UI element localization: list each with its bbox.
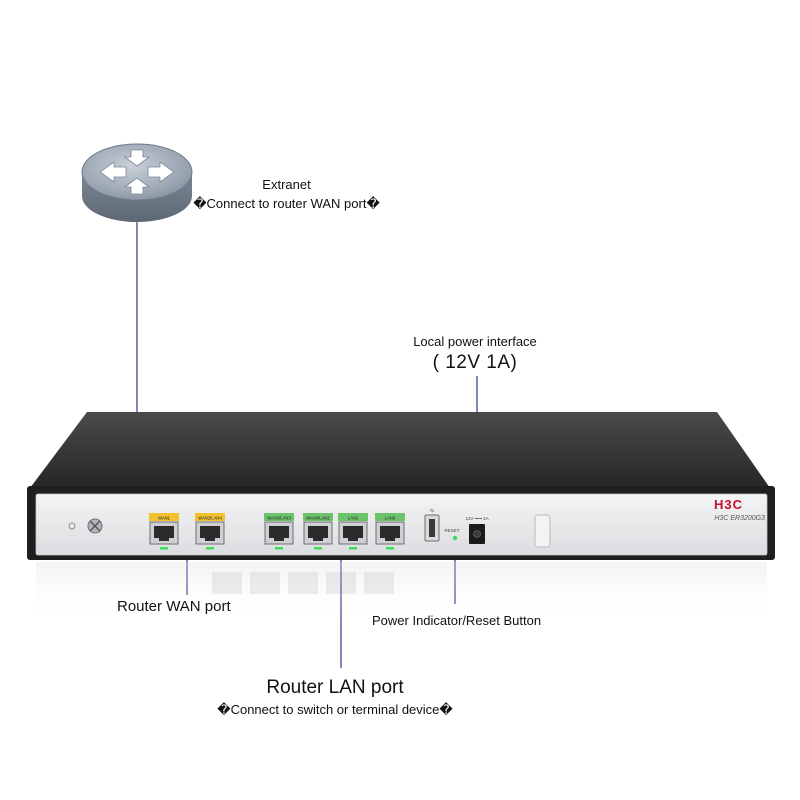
svg-text:⇆: ⇆ [430,508,434,514]
lan-port-title: Router LAN port [266,677,404,698]
port-tag-background [303,513,333,521]
ethernet-port-6[interactable]: LAN0 [375,513,405,550]
port-tag-label: LAN0 [385,516,396,521]
reset-button-label: Power Indicator/Reset Button [372,613,542,628]
port-tag-label: WAN1 [158,516,171,521]
port-tag-background [195,513,225,521]
port-tag-background [149,513,179,521]
model-name: H3C ER3200G3 [714,515,765,522]
extranet-title: Extranet [262,177,311,192]
ethernet-port-5[interactable]: LAN1 [338,513,368,550]
rj45-socket [269,526,289,541]
rj45-socket [308,526,328,541]
port-tag-background [375,513,405,521]
rj45-socket [154,526,174,541]
power-tag: 12V ⎓⎓ 1A [465,516,488,521]
ethernet-port-3[interactable]: WAN3/LAN3 [264,513,294,550]
port-tag-label: LAN1 [348,516,359,521]
port-tag-label: WAN3/LAN3 [267,516,291,521]
power-interface-label: Local power interface ( 12V 1A) [350,334,600,374]
port-led [206,547,214,550]
router-icon [81,143,193,222]
brand-area: H3C H3C ER3200G3 [714,497,765,522]
rj45-socket [200,526,220,541]
brand-logo: H3C [714,497,743,512]
ethernet-port-2[interactable]: WAN2/LAN4 [195,513,225,550]
wan-port-label: Router WAN port [117,598,231,615]
extranet-label: Extranet �Connect to router WAN port� [0,175,573,213]
port-led [275,547,283,550]
ethernet-port-4[interactable]: WAN4/LAN2 [303,513,333,550]
lan-port-subtitle: �Connect to switch or terminal device� [217,702,453,717]
ethernet-ports: WAN1 WAN2/LAN4 WAN3/LAN3 WAN4/LAN2 LAN1 LAN0 [149,513,405,550]
port-tag-label: WAN4/LAN2 [306,516,330,521]
console-latch [534,514,551,548]
port-led [160,547,168,550]
usb-port-icon[interactable]: ⇆ [424,508,440,542]
port-led [349,547,357,550]
power-indicator-led [452,535,458,541]
port-tag-label: WAN2/LAN4 [198,516,222,521]
extranet-subtitle: �Connect to router WAN port� [193,196,380,211]
port-tag-background [338,513,368,521]
port-tag-background [264,513,294,521]
rj45-socket [380,526,400,541]
port-led [314,547,322,550]
reset-tag: RESET [444,528,459,533]
power-interface-value: ( 12V 1A) [432,352,518,373]
power-interface-title: Local power interface [413,334,537,349]
port-led [386,547,394,550]
ethernet-port-1[interactable]: WAN1 [149,513,179,550]
lan-port-label: Router LAN port �Connect to switch or te… [180,677,490,718]
rj45-socket [343,526,363,541]
dc-power-jack-icon[interactable]: 12V ⎓⎓ 1A [465,516,489,544]
ground-screw-icon [68,518,103,534]
chassis-top [30,412,770,488]
reset-button[interactable]: RESET [444,528,460,541]
